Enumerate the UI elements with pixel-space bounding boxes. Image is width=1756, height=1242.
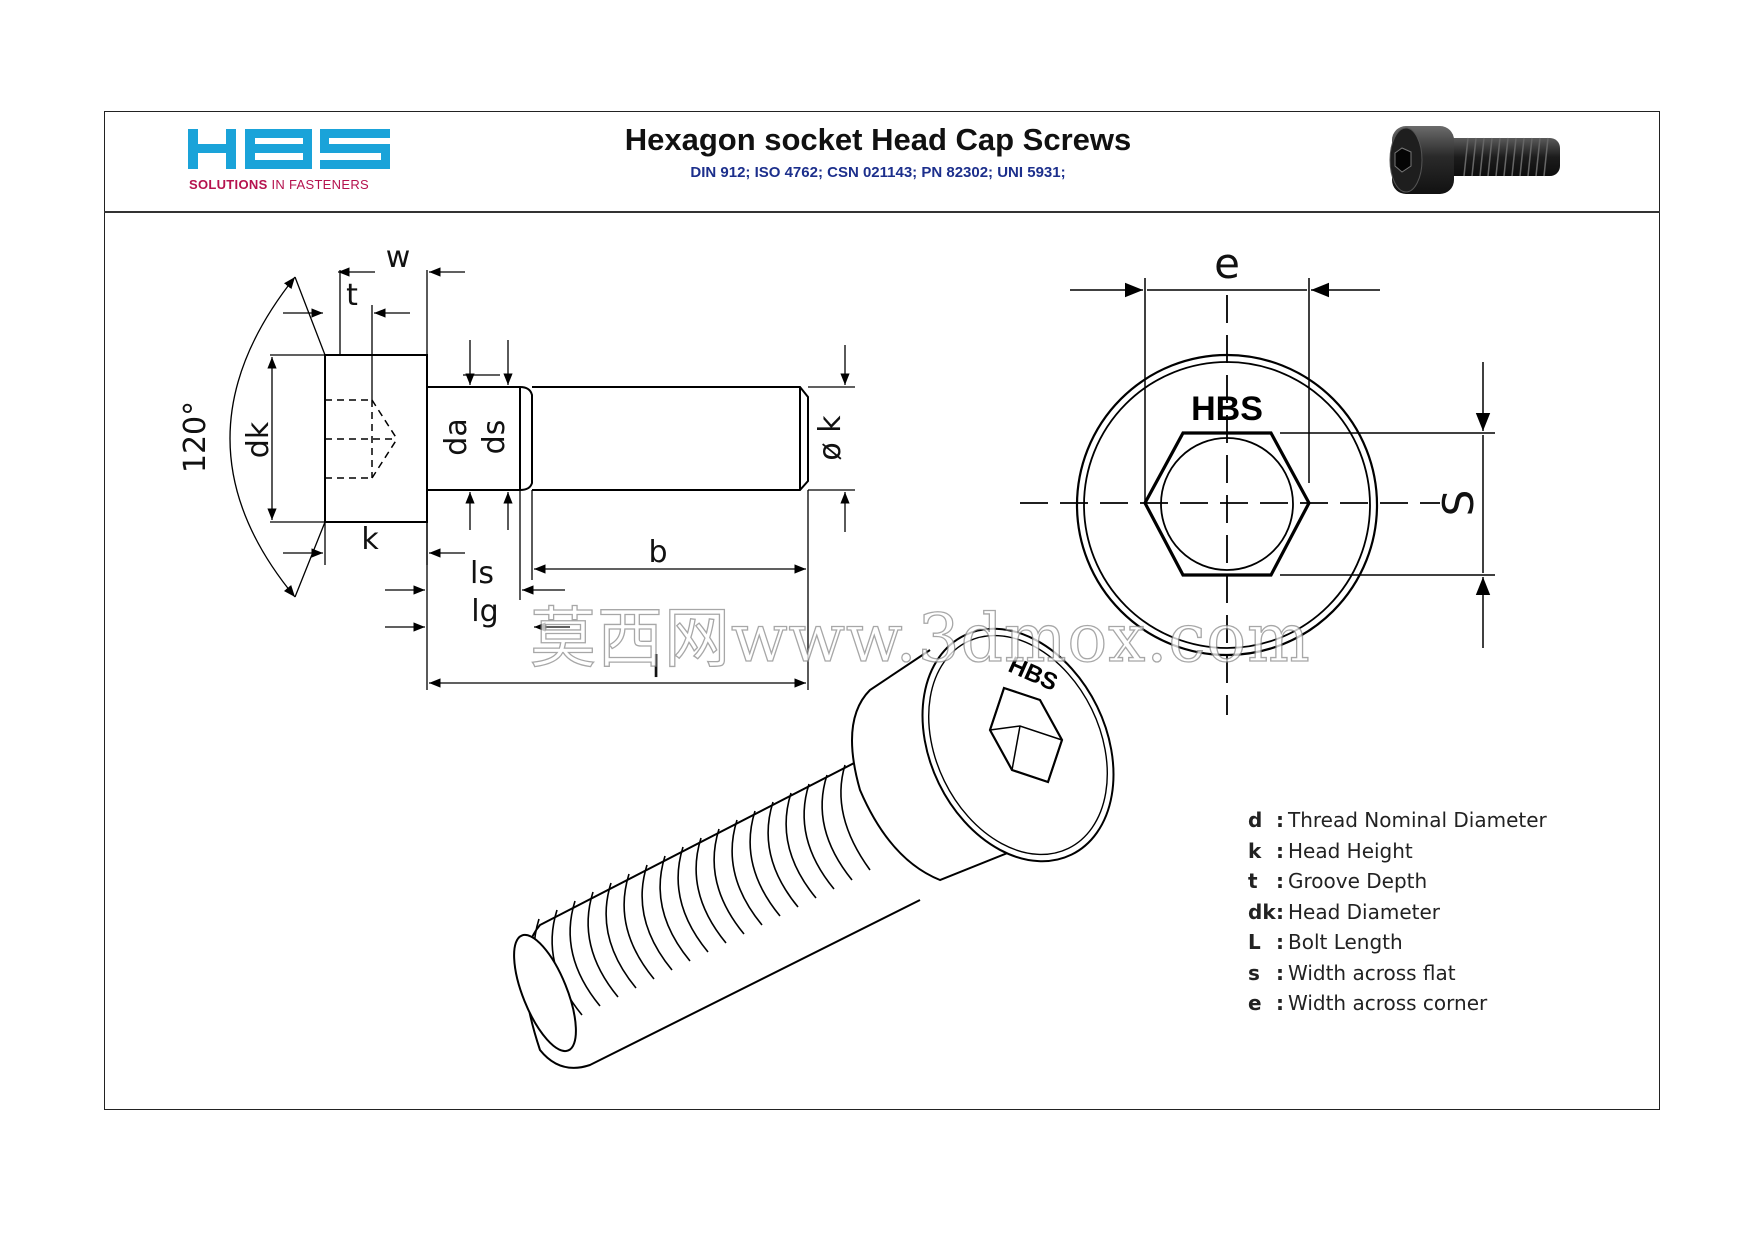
legend-item: k:Head Height <box>1248 839 1547 870</box>
legend-symbol: d <box>1248 808 1263 832</box>
label-da: da <box>439 418 474 455</box>
label-dk: dk <box>241 421 276 458</box>
legend-symbol: s <box>1248 960 1260 985</box>
legend-description: Head Diameter <box>1288 899 1441 924</box>
legend-item: t:Groove Depth <box>1248 869 1547 900</box>
side-view <box>324 354 809 523</box>
legend-symbol: dk <box>1248 899 1276 924</box>
legend-item: L:Bolt Length <box>1248 930 1547 961</box>
legend-symbol: t <box>1248 869 1258 893</box>
legend-sep: : <box>1276 991 1284 1015</box>
brand-tagline: SOLUTIONS IN FASTENERS <box>189 177 369 192</box>
legend-description: Thread Nominal Diameter <box>1288 808 1547 832</box>
label-ds: ds <box>477 420 512 455</box>
isometric-view <box>513 627 1115 1069</box>
side-view-labels: 120° dk w t k da ds ø k b ls lg l <box>178 240 848 685</box>
symbol-legend: d:Thread Nominal Diameter k:Head Height … <box>1248 808 1547 1022</box>
label-s: S <box>1434 490 1483 517</box>
legend-description: Width across corner <box>1288 991 1488 1015</box>
center-lines <box>1020 295 1440 715</box>
legend-symbol: L <box>1248 930 1261 954</box>
header-divider <box>104 211 1660 213</box>
screw-photo-icon <box>1389 126 1560 194</box>
label-b: b <box>648 535 667 570</box>
label-ls: ls <box>470 556 494 591</box>
legend-description: Width across flat <box>1288 960 1456 985</box>
label-k: k <box>361 522 379 557</box>
label-lg: lg <box>471 594 498 629</box>
top-view-head-marking: HBS <box>1191 390 1263 428</box>
label-w: w <box>386 240 411 275</box>
side-view-dimensions <box>229 267 855 690</box>
legend-symbol: k <box>1248 838 1262 863</box>
legend-sep: : <box>1276 960 1284 985</box>
legend-sep: : <box>1276 869 1284 893</box>
drawing-sheet-frame <box>104 111 1660 1110</box>
legend-description: Groove Depth <box>1288 869 1428 893</box>
legend-item: e:Width across corner <box>1248 991 1547 1022</box>
label-phi-k: ø k <box>813 415 848 461</box>
label-e: e <box>1214 239 1240 288</box>
iso-thread-end <box>513 933 577 1053</box>
iso-thread-lines <box>533 764 871 1025</box>
shank-thread <box>532 386 809 491</box>
hbs-logo-icon <box>188 129 390 169</box>
label-angle-120: 120° <box>178 401 213 473</box>
legend-sep: : <box>1276 899 1284 924</box>
label-l: l <box>652 650 660 685</box>
page-title: Hexagon socket Head Cap Screws <box>624 122 1132 157</box>
tagline-strong: SOLUTIONS <box>189 177 268 192</box>
label-t: t <box>346 278 358 313</box>
tagline-rest: IN FASTENERS <box>271 177 369 192</box>
hex-socket-hidden-lines <box>325 399 398 479</box>
legend-item: d:Thread Nominal Diameter <box>1248 808 1547 839</box>
legend-sep: : <box>1276 930 1284 954</box>
legend-symbol: e <box>1248 991 1262 1015</box>
legend-item: s:Width across flat <box>1248 961 1547 992</box>
legend-sep: : <box>1276 808 1284 832</box>
legend-description: Head Height <box>1288 838 1413 863</box>
top-view <box>1020 278 1495 715</box>
legend-description: Bolt Length <box>1288 930 1403 954</box>
legend-sep: : <box>1276 838 1284 863</box>
standards-line: DIN 912; ISO 4762; CSN 021143; PN 82302;… <box>690 164 1066 181</box>
iso-shank-outline <box>524 759 921 1069</box>
legend-item: dk:Head Diameter <box>1248 900 1547 931</box>
angle-120-arc <box>229 276 296 598</box>
watermark: 莫西网www.3dmox.com <box>529 599 1311 677</box>
